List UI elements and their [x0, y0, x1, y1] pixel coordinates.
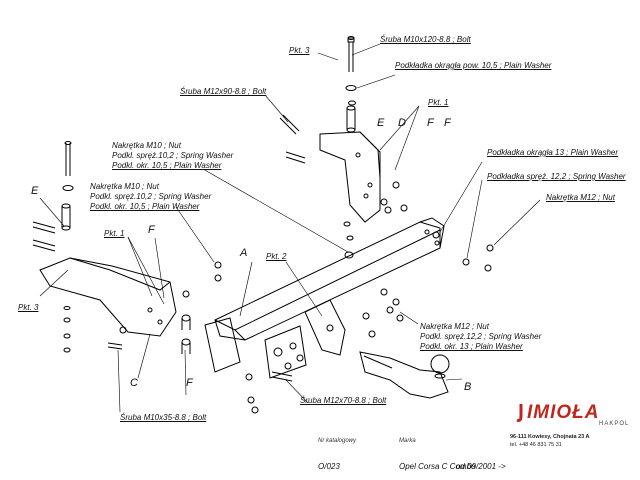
- logo-sub: HAKPOL: [599, 421, 630, 427]
- label-nut-m12-b: Nakrętka M12 ; Nut: [420, 322, 489, 331]
- bolt-left-vertical: [64, 141, 72, 176]
- letter-e-top: E: [377, 117, 385, 129]
- label-pkt2: Pkt. 2: [266, 252, 287, 261]
- letter-f-top1: F: [427, 117, 434, 129]
- letter-d: D: [398, 117, 406, 129]
- label-spring-12-2: Podkładka spręż. 12,2 ; Spring Washer: [487, 172, 626, 181]
- label-pkt1-top: Pkt. 1: [428, 98, 449, 107]
- company-logo: ІМІОŁА HAKPOL: [515, 400, 628, 430]
- letter-f-top2: F: [444, 117, 451, 129]
- label-nut-m12: Nakrętka M12 ; Nut: [546, 193, 615, 202]
- label-pkt3-left: Pkt. 3: [18, 303, 39, 312]
- label-bolt-m12x90: Śruba M12x90-8.8 ; Bolt: [180, 87, 267, 96]
- hook-icon: [516, 404, 523, 422]
- bolt-m12x70: [245, 371, 293, 414]
- label-nut-m10-a: Nakrętka M10 ; Nut: [112, 141, 181, 150]
- letter-b: B: [464, 381, 472, 393]
- catalog-number: O/023: [318, 462, 340, 471]
- main-crossbar-a: [204, 217, 445, 373]
- ball-coupling-b: [359, 351, 450, 399]
- bracket-right: [319, 131, 381, 223]
- bracket-left: [39, 257, 177, 337]
- label-washer-13: Podkładka okrągła 13 ; Plain Washer: [487, 148, 619, 157]
- label-plain-10-5-a: Podkl. okr. 10,5 ; Plain Washer: [112, 161, 222, 170]
- bolt-m10x120: [347, 36, 355, 72]
- letter-f-bottom: F: [186, 377, 193, 389]
- letter-a: A: [240, 247, 248, 259]
- label-bolt-m10x35: Śruba M10x35-8.8 ; Bolt: [120, 413, 207, 422]
- label-pkt1-left: Pkt. 1: [104, 229, 125, 238]
- label-spring-10-2-b: Podkl. spręż.10,2 ; Spring Washer: [90, 192, 212, 201]
- washer-10-5-top: [345, 85, 357, 91]
- logo-name: ІМІОŁА: [527, 402, 600, 423]
- company-address: 96-111 Kowiesy, Chojnata 23 A: [510, 434, 590, 440]
- label-plain-13-b: Podkl. okr. 13 ; Plain Washer: [420, 342, 523, 351]
- company-phone: tel. +48 46 831 75 31: [510, 442, 562, 448]
- label-spring-12-2-b: Podkl. spręż.12,2 ; Spring Washer: [420, 332, 542, 341]
- brand-label: Marka: [399, 438, 416, 444]
- label-nut-m10-b: Nakrętka M10 ; Nut: [90, 182, 159, 191]
- vehicle-model: Opel Corsa C Combo: [399, 462, 476, 471]
- label-bolt-m12x70: Śruba M12x70-8.8 ; Bolt: [300, 396, 387, 405]
- spacer-e-left: [61, 203, 71, 231]
- mounting-plate: [264, 325, 307, 379]
- vehicle-year: od 09/2001 ->: [456, 462, 506, 471]
- spacer-e-top: [346, 105, 356, 133]
- label-spring-10-2-a: Podkl. spręż.10,2 ; Spring Washer: [112, 151, 234, 160]
- letter-c: C: [130, 377, 138, 389]
- label-bolt-m10x120: Śruba M10x120-8.8 ; Bolt: [380, 35, 471, 44]
- catalog-label: Nr katalogowy: [318, 438, 357, 444]
- label-pkt3-top: Pkt. 3: [289, 46, 310, 55]
- label-washer-10-5: Podkładka okrągła pow. 10,5 ; Plain Wash…: [395, 61, 552, 70]
- letter-e-left: E: [31, 185, 39, 197]
- label-plain-10-5-b: Podkl. okr. 10,5 ; Plain Washer: [90, 202, 200, 211]
- letter-f-left: F: [148, 224, 155, 236]
- bolt-m12x90: [279, 114, 306, 164]
